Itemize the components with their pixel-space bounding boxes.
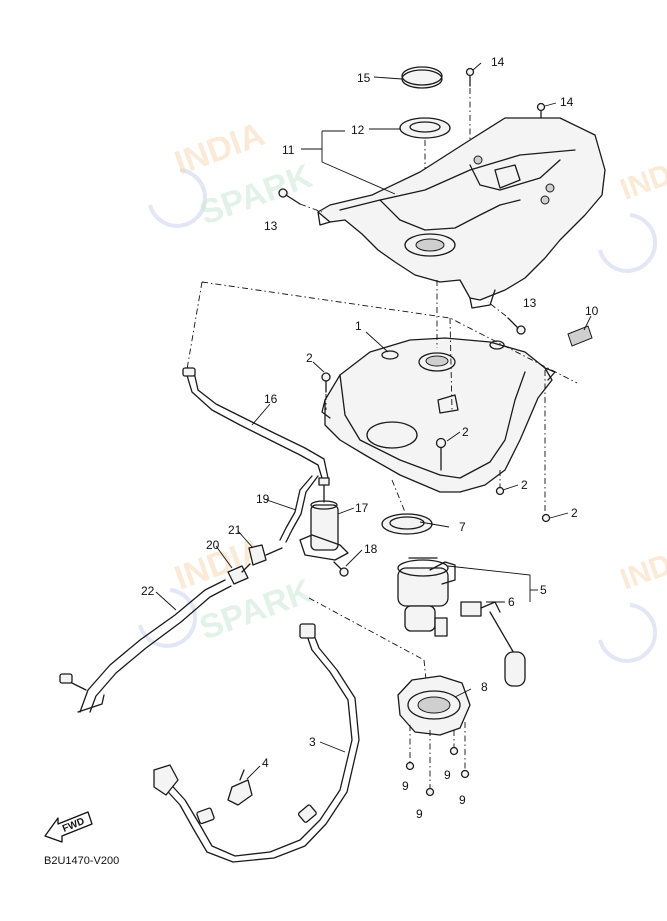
callout-17: 17 bbox=[355, 501, 369, 515]
part-1-fuel-tank bbox=[321, 280, 556, 493]
callout-18: 18 bbox=[364, 542, 378, 556]
watermark-line1: INDIA bbox=[616, 538, 667, 597]
callout-6: 6 bbox=[508, 595, 515, 609]
part-16-breather-hose bbox=[182, 367, 329, 479]
callout-2c: 2 bbox=[521, 478, 528, 492]
callout-5: 5 bbox=[540, 583, 547, 597]
callout-7: 7 bbox=[459, 520, 466, 534]
part-2-bolts bbox=[321, 372, 551, 523]
part-17-fuel-filter bbox=[299, 477, 349, 561]
diagram-code: B2U1470-V200 bbox=[44, 855, 119, 867]
callout-14a: 14 bbox=[491, 55, 505, 69]
wrench-icon bbox=[598, 603, 658, 663]
wrench-icon bbox=[148, 168, 208, 228]
callout-19: 19 bbox=[256, 492, 270, 506]
callout-13b: 13 bbox=[523, 296, 537, 310]
callout-labels: 15 12 11 14 14 13 13 10 1 2 2 2 2 16 17 … bbox=[141, 55, 599, 821]
watermark-mid: INDIA SPARK bbox=[138, 530, 318, 648]
callout-11: 11 bbox=[282, 143, 295, 157]
part-6-sender bbox=[460, 601, 526, 687]
callout-8: 8 bbox=[481, 680, 488, 694]
callout-2b: 2 bbox=[462, 425, 469, 439]
part-12-gasket bbox=[399, 117, 451, 139]
part-11-tank-cover bbox=[317, 117, 606, 309]
wrench-icon bbox=[598, 213, 658, 273]
callout-3: 3 bbox=[309, 735, 316, 749]
part-8-plate bbox=[397, 675, 471, 736]
callout-1: 1 bbox=[355, 319, 362, 333]
callout-10: 10 bbox=[585, 304, 599, 318]
part-3-hose bbox=[153, 623, 360, 863]
callout-9c: 9 bbox=[416, 807, 423, 821]
part-15-cap bbox=[401, 66, 443, 89]
callout-13a: 13 bbox=[264, 219, 278, 233]
callout-16: 16 bbox=[264, 392, 278, 406]
fwd-arrow-icon: FWD bbox=[44, 811, 93, 843]
callout-14b: 14 bbox=[560, 95, 574, 109]
watermark-line1: INDIA bbox=[616, 148, 667, 207]
part-7-gasket bbox=[381, 479, 433, 535]
callout-21: 21 bbox=[228, 523, 242, 537]
part-22-fuel-hose bbox=[59, 579, 232, 713]
callout-22: 22 bbox=[141, 584, 155, 598]
callout-9a: 9 bbox=[402, 779, 409, 793]
part-18-screw bbox=[333, 561, 349, 577]
part-4-bracket bbox=[227, 769, 253, 806]
part-21-clamp bbox=[248, 544, 283, 566]
callout-20: 20 bbox=[206, 538, 220, 552]
part-10-label bbox=[567, 325, 593, 347]
watermark-top: INDIA SPARK bbox=[148, 115, 318, 233]
part-19-hose bbox=[279, 475, 319, 543]
leader-lines bbox=[155, 62, 592, 780]
callout-4: 4 bbox=[262, 756, 269, 770]
callout-15: 15 bbox=[357, 71, 371, 85]
part-20-connector bbox=[227, 563, 251, 585]
part-13-bolts bbox=[278, 188, 526, 335]
callout-2a: 2 bbox=[306, 351, 313, 365]
callout-9b: 9 bbox=[444, 768, 451, 782]
callout-12: 12 bbox=[351, 123, 365, 137]
part-5-fuel-pump bbox=[397, 557, 456, 637]
part-9-screws bbox=[405, 722, 470, 797]
watermark-right: INDIA INDIA bbox=[598, 148, 667, 663]
watermark-line1: INDIA bbox=[170, 115, 270, 182]
callout-2d: 2 bbox=[571, 506, 578, 520]
wrench-icon bbox=[138, 588, 198, 648]
callout-9d: 9 bbox=[459, 793, 466, 807]
